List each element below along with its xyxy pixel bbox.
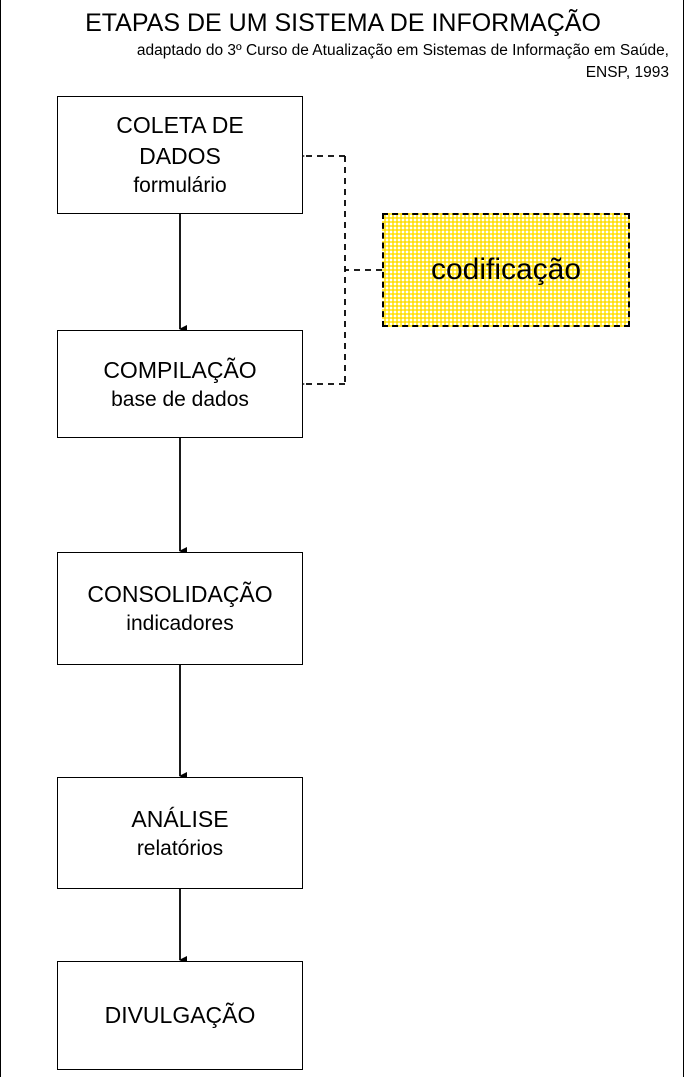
node-consolidacao-subtitle: indicadores bbox=[126, 612, 234, 635]
node-compilacao-title: COMPILAÇÃO bbox=[103, 356, 257, 383]
node-coleta-line-1: COLETA DE bbox=[116, 112, 244, 138]
subtitle-block: adaptado do 3º Curso de Atualização em S… bbox=[1, 40, 677, 84]
node-codificacao-label: codificação bbox=[430, 253, 582, 286]
page-title: ETAPAS DE UM SISTEMA DE INFORMAÇÃO bbox=[85, 9, 601, 37]
node-analise[interactable]: ANÁLISE relatórios bbox=[57, 777, 303, 889]
node-coleta-subtitle: formulário bbox=[133, 174, 227, 197]
node-analise-subtitle: relatórios bbox=[136, 836, 224, 860]
node-divulgacao-title: DIVULGAÇÃO bbox=[104, 1002, 256, 1028]
node-consolidacao-title: CONSOLIDAÇÃO bbox=[87, 581, 273, 607]
subtitle-line-2: ENSP, 1993 bbox=[585, 64, 669, 81]
node-coleta-line-2: DADOS bbox=[139, 143, 221, 169]
title-block: ETAPAS DE UM SISTEMA DE INFORMAÇÃO bbox=[1, 8, 683, 38]
node-compilacao-subtitle: base de dados bbox=[111, 387, 249, 411]
subtitle-line-1: adaptado do 3º Curso de Atualização em S… bbox=[136, 42, 669, 59]
node-divulgacao[interactable]: DIVULGAÇÃO bbox=[57, 961, 303, 1070]
node-coleta-de-dados[interactable]: COLETA DE DADOS formulário bbox=[57, 96, 303, 214]
node-codificacao[interactable]: codificação bbox=[382, 213, 630, 327]
node-compilacao[interactable]: COMPILAÇÃO base de dados bbox=[57, 330, 303, 438]
node-analise-title: ANÁLISE bbox=[131, 805, 229, 832]
node-consolidacao[interactable]: CONSOLIDAÇÃO indicadores bbox=[57, 552, 303, 665]
